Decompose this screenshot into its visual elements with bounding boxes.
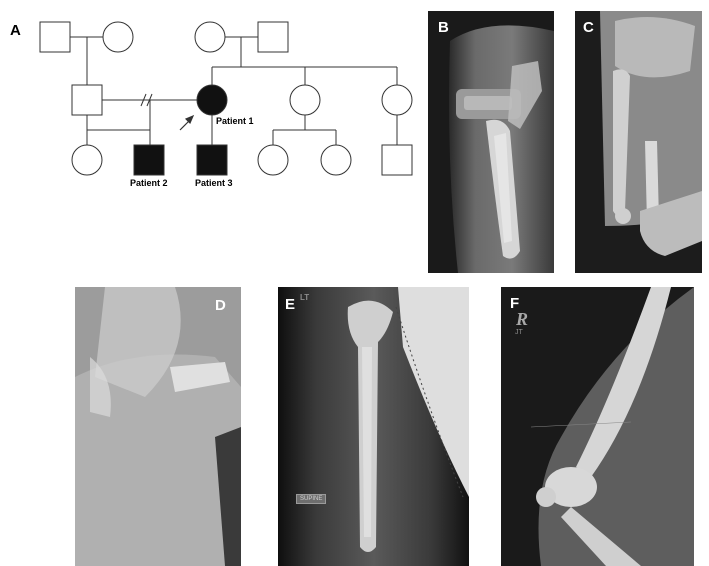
panel-label-e: E [285, 296, 295, 313]
patient3-symbol [197, 145, 227, 175]
gen3-cousin-3 [382, 145, 412, 175]
patient1-label: Patient 1 [216, 116, 254, 126]
side-marker-r: R [516, 309, 528, 330]
xray-panel-b: B [428, 11, 554, 273]
position-tag: SUPINE [296, 494, 326, 504]
xray-panel-d: D [75, 287, 241, 566]
gen1-left-male [40, 22, 70, 52]
gen2-sister [290, 85, 320, 115]
patient3-label: Patient 3 [195, 178, 233, 188]
side-marker-jt: JT [515, 329, 523, 336]
gen2-husband [72, 85, 102, 115]
gen2-sister-2 [382, 85, 412, 115]
xray-panel-f: F R JT [501, 287, 694, 566]
side-marker-lt: LT [300, 293, 309, 302]
proband-arrow [180, 116, 193, 130]
gen1-left-female [103, 22, 133, 52]
panel-label-b: B [438, 19, 449, 36]
patient1-symbol [197, 85, 227, 115]
gen1-right-female [195, 22, 225, 52]
gen3-cousin-1 [258, 145, 288, 175]
patient2-label: Patient 2 [130, 178, 168, 188]
xray-panel-e: E LT SUPINE [278, 287, 469, 566]
gen3-daughter [72, 145, 102, 175]
xray-panel-c: C [575, 11, 702, 273]
gen3-cousin-2 [321, 145, 351, 175]
pedigree-diagram: Patient 1 Patient 2 Patient 3 [0, 0, 430, 200]
panel-label-c: C [583, 19, 594, 36]
panel-label-d: D [215, 297, 226, 314]
gen1-right-male [258, 22, 288, 52]
patient2-symbol [134, 145, 164, 175]
